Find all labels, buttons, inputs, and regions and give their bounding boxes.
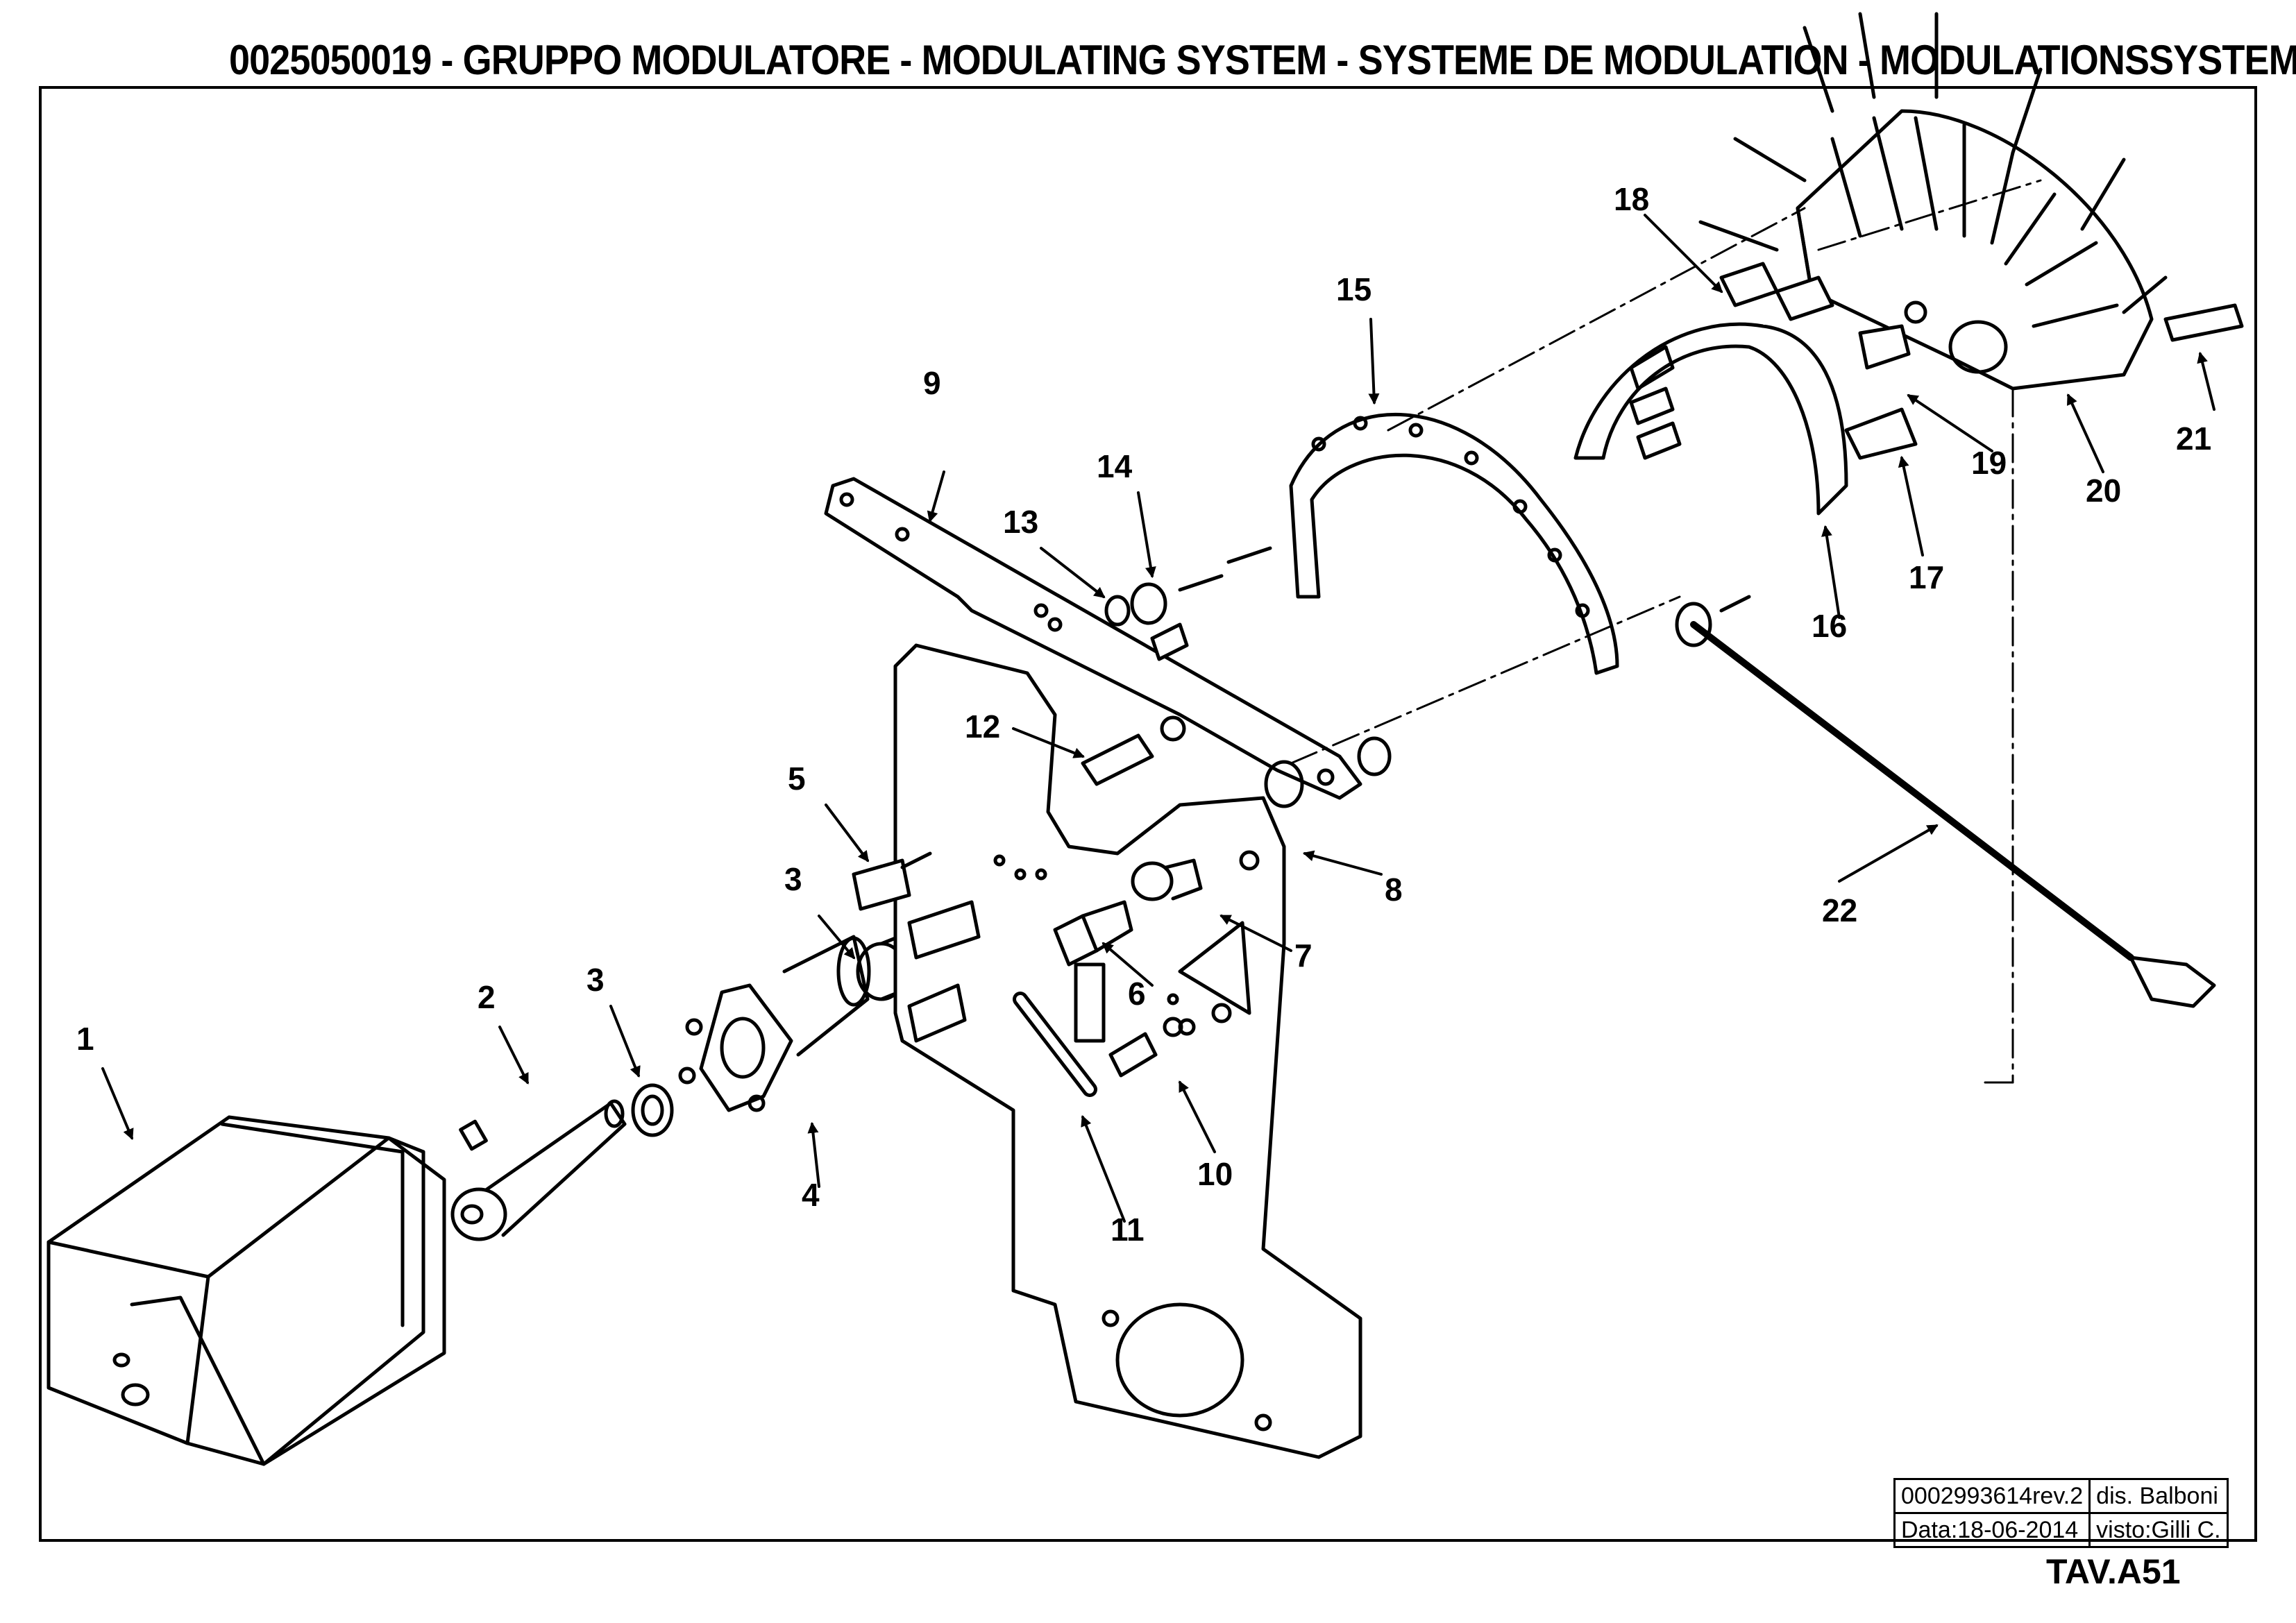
callout-19: 19 [1971,445,2007,481]
callout-5: 5 [788,760,806,797]
part-16-cam-plate [1573,322,1848,516]
part-2-shaft [450,1099,627,1241]
callout-7: 7 [1294,937,1312,974]
part-15-curved-strip [1289,413,1619,675]
part-1-actuator [47,1115,446,1466]
callout-15: 15 [1336,271,1372,307]
callout-10: 10 [1197,1156,1233,1192]
part-7-nut [1131,858,1203,901]
callout-22: 22 [1822,892,1858,928]
part-5-spacers [852,851,981,1043]
callout-21: 21 [2176,420,2212,457]
callout-17: 17 [1909,559,1945,595]
drawing-date: Data:18-06-2014 [1893,1512,2091,1548]
part-12-screw [1081,715,1186,786]
callout-20: 20 [2086,473,2122,509]
drawing-title: 0025050019 - GRUPPO MODULATORE - MODULAT… [229,37,2296,83]
callout-14: 14 [1097,448,1133,484]
title-block: 0002993614rev.2 dis. Balboni Data:18-06-… [1893,1478,2229,1548]
checked-by: visto:Gilli C. [2088,1512,2229,1548]
part-13-14-bearing [1104,546,1272,661]
callout-13: 13 [1003,504,1039,540]
callout-6: 6 [1128,976,1146,1012]
parts-17-19-blocks [1719,262,1918,460]
callout-8: 8 [1385,872,1403,908]
designer: dis. Balboni [2088,1478,2229,1514]
callout-2: 2 [478,979,496,1015]
callout-4: 4 [802,1177,820,1213]
part-6-pin [1053,900,1133,967]
drawing-number: 0002993614rev.2 [1893,1478,2091,1514]
part-22-rod [1675,595,2216,1008]
part-21-screw [2163,303,2244,342]
part-4-coupling [678,935,871,1112]
callout-11: 11 [1111,1212,1145,1248]
part-9-lever [824,477,1362,800]
part-20-disc [1698,12,2168,391]
sheet-number: TAV.A51 [2046,1552,2181,1591]
callout-3-washer: 3 [586,962,605,998]
drawing-frame [39,86,2257,1542]
callout-18: 18 [1614,181,1650,217]
part-11-spring [1013,992,1097,1097]
callout-16: 16 [1812,608,1848,644]
callout-12: 12 [965,708,1001,745]
part-3-washer-left [631,1083,674,1137]
callout-3-bushing: 3 [784,861,802,897]
part-8-nut [1264,736,1392,808]
callout-1: 1 [76,1021,94,1057]
part-10-screw [1108,1017,1183,1078]
callout-9: 9 [923,365,941,401]
